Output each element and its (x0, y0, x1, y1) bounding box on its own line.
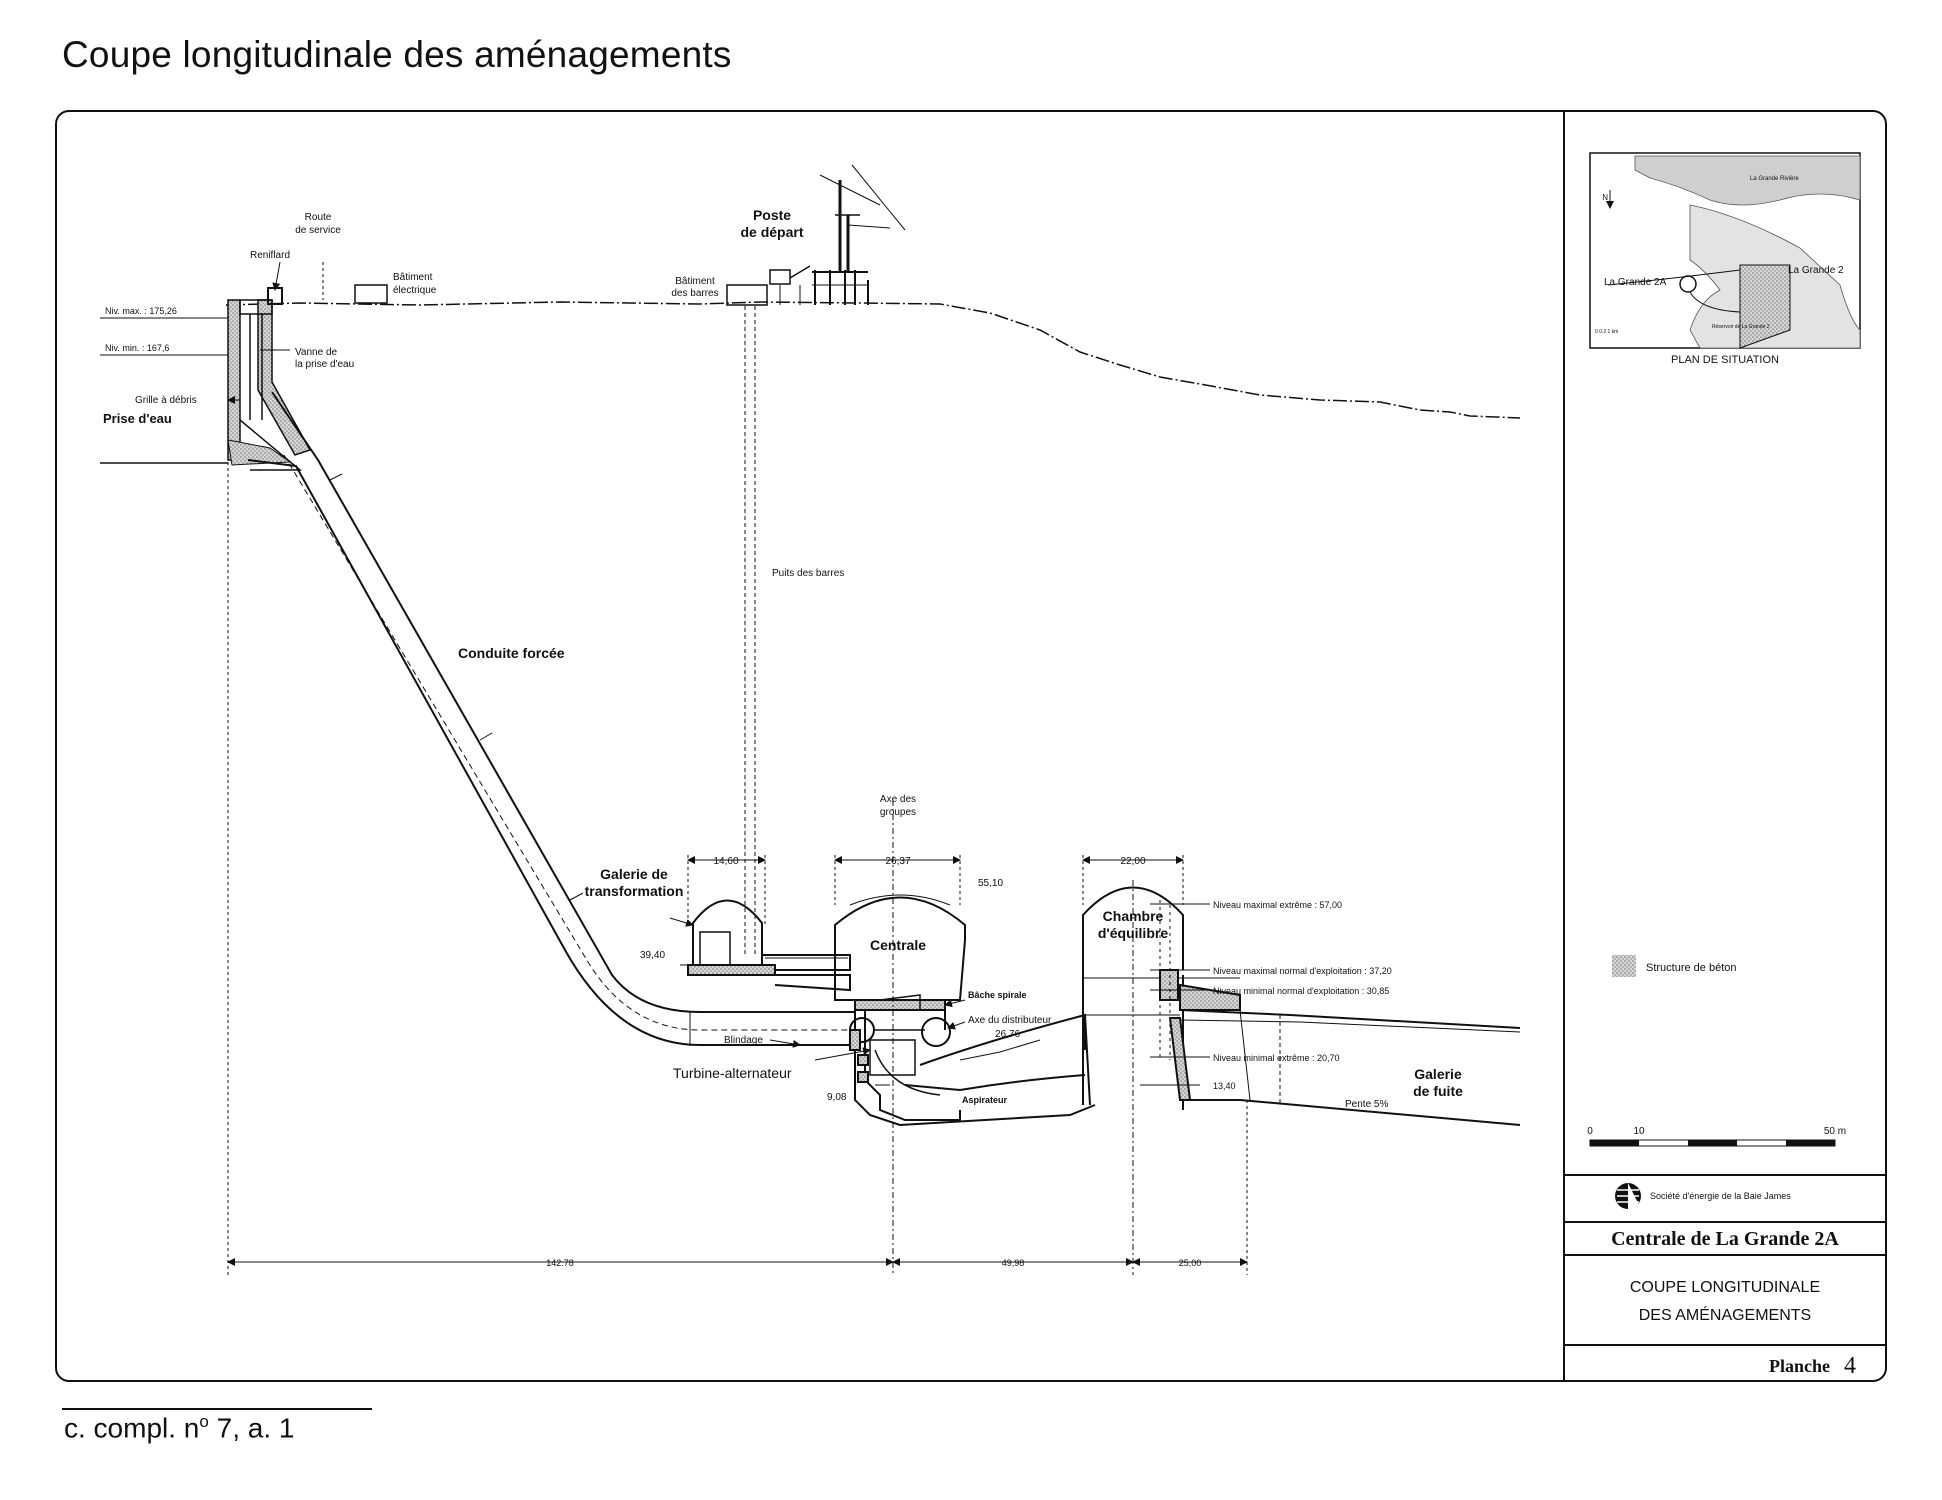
label-niv-min: Niv. min. : 167,6 (105, 343, 169, 353)
label-batiment-electrique-2: électrique (393, 285, 437, 296)
plan-situation-caption: PLAN DE SITUATION (1671, 354, 1779, 366)
label-aspirateur: Aspirateur (962, 1095, 1008, 1105)
label-turbine: Turbine-alternateur (673, 1065, 792, 1081)
label-pente: Pente 5% (1345, 1099, 1388, 1110)
map-la-grande-2a: La Grande 2A (1604, 277, 1667, 288)
footer-ref-suffix: 7, a. 1 (208, 1412, 295, 1444)
drawing-title-line-2: DES AMÉNAGEMENTS (1639, 1305, 1811, 1324)
tailrace-galerie-fuite (1179, 1009, 1521, 1126)
label-dim-1340: 13,40 (1213, 1081, 1236, 1091)
map-grande-riviere: La Grande Rivière (1750, 176, 1799, 182)
scale-0: 0 (1587, 1126, 1593, 1137)
penstock (247, 391, 855, 1046)
label-bache-spirale: Bâche spirale (968, 990, 1027, 1000)
footer-ref-prefix: c. compl. n (64, 1412, 200, 1444)
title-block: Société d'énergie de la Baie James Centr… (1565, 1174, 1885, 1379)
label-route-2: de service (295, 225, 341, 236)
surge-chamber (1082, 886, 1241, 1110)
cartouche-divider (1563, 110, 1565, 1382)
label-dim-2200: 22,00 (1120, 856, 1145, 867)
leader-lines (227, 261, 966, 1061)
label-niveau-max-extreme: Niveau maximal extrême : 57,00 (1213, 900, 1342, 910)
label-route-1: Route (305, 212, 332, 223)
label-dim-2500: 25,00 (1179, 1258, 1202, 1268)
scale-bar: 0 10 50 m (1587, 1126, 1846, 1147)
label-niveau-min-extreme: Niveau minimal extrême : 20,70 (1213, 1053, 1340, 1063)
label-dim-4998: 49,98 (1002, 1258, 1025, 1268)
label-reniflard: Reniflard (250, 250, 290, 261)
map-reservoir: Réservoir de La Grande 2 (1712, 324, 1770, 330)
label-batiment-electrique-1: Bâtiment (393, 272, 433, 283)
station-name: Centrale de La Grande 2A (1611, 1228, 1839, 1250)
label-dim-2637: 26,37 (885, 856, 910, 867)
label-chambre-2: d'équilibre (1098, 925, 1168, 941)
label-vanne-2: la prise d'eau (295, 359, 354, 370)
planche-number: 4 (1844, 1353, 1856, 1379)
drawing-title-line-1: COUPE LONGITUDINALE (1630, 1279, 1820, 1296)
label-vanne-1: Vanne de (295, 347, 338, 358)
label-niveau-max-normal: Niveau maximal normal d'exploitation : 3… (1213, 966, 1392, 976)
footer-ref-sup: o (199, 1412, 209, 1431)
powerhouse-centrale (834, 894, 1096, 1127)
substation-poste-depart (726, 164, 906, 306)
label-poste-1: Poste (753, 207, 791, 223)
footer-rule (62, 1408, 372, 1410)
intake-structure (227, 287, 312, 471)
label-batiment-barres-2: des barres (671, 288, 718, 299)
label-conduite-forcee: Conduite forcée (458, 645, 565, 661)
label-galerie-fuite-1: Galerie (1414, 1066, 1462, 1082)
sebj-logo-icon (1615, 1183, 1641, 1209)
label-prise-eau: Prise d'eau (103, 411, 172, 426)
label-blindage: Blindage (724, 1035, 763, 1046)
legend-concrete-label: Structure de béton (1646, 962, 1737, 974)
map-north: N (1602, 193, 1608, 202)
label-niv-max: Niv. max. : 175,26 (105, 306, 177, 316)
scale-10: 10 (1633, 1126, 1645, 1137)
label-chambre-1: Chambre (1103, 908, 1164, 924)
batiment-electrique-shape (354, 284, 388, 304)
label-axe-distributeur-1: Axe du distributeur (968, 1015, 1052, 1026)
label-niveau-min-normal: Niveau minimal normal d'exploitation : 3… (1213, 986, 1389, 996)
draft-tube (904, 1013, 1091, 1106)
diagram-labels: Route de service Reniflard Bâtiment élec… (103, 207, 1463, 1268)
label-axe-distributeur-2: 26,76 (995, 1029, 1020, 1040)
legend-concrete-swatch (1612, 955, 1636, 977)
label-dim-5510: 55,10 (978, 878, 1003, 889)
dimension-lines (100, 300, 1248, 1275)
map-la-grande-2: La Grande 2 (1788, 265, 1844, 276)
ground-profile (225, 301, 1521, 419)
company-name: Société d'énergie de la Baie James (1650, 1191, 1791, 1201)
page-title: Coupe longitudinale des aménagements (62, 34, 732, 75)
footer-reference: c. compl. no 7, a. 1 (64, 1412, 294, 1444)
label-dim-908: 9,08 (827, 1092, 847, 1103)
planche-label: Planche (1769, 1356, 1830, 1376)
label-galerie-fuite-2: de fuite (1413, 1083, 1463, 1099)
map-scale: 0 0.2 1 km (1595, 329, 1618, 335)
scale-50: 50 m (1824, 1126, 1846, 1137)
label-batiment-barres-1: Bâtiment (675, 276, 715, 287)
label-dim-14278: 142.78 (546, 1258, 574, 1268)
busbar-shaft (744, 306, 756, 955)
label-galerie-transfo-2: transformation (585, 883, 684, 899)
label-poste-2: de départ (740, 224, 803, 240)
label-grille: Grille à débris (135, 395, 197, 406)
label-axe-groupes-2: groupes (880, 807, 916, 818)
label-axe-groupes-1: Axe des (880, 794, 916, 805)
situation-map: N La Grande Rivière La Grande 2A La Gran… (1589, 152, 1861, 349)
label-centrale: Centrale (870, 937, 926, 953)
label-dim-1460: 14,60 (713, 856, 738, 867)
label-puits-barres: Puits des barres (772, 568, 844, 579)
label-dim-3940: 39,40 (640, 950, 665, 961)
label-galerie-transfo-1: Galerie de (600, 866, 668, 882)
drawing-sheet-frame (55, 110, 1887, 1382)
transformer-gallery (687, 899, 851, 992)
